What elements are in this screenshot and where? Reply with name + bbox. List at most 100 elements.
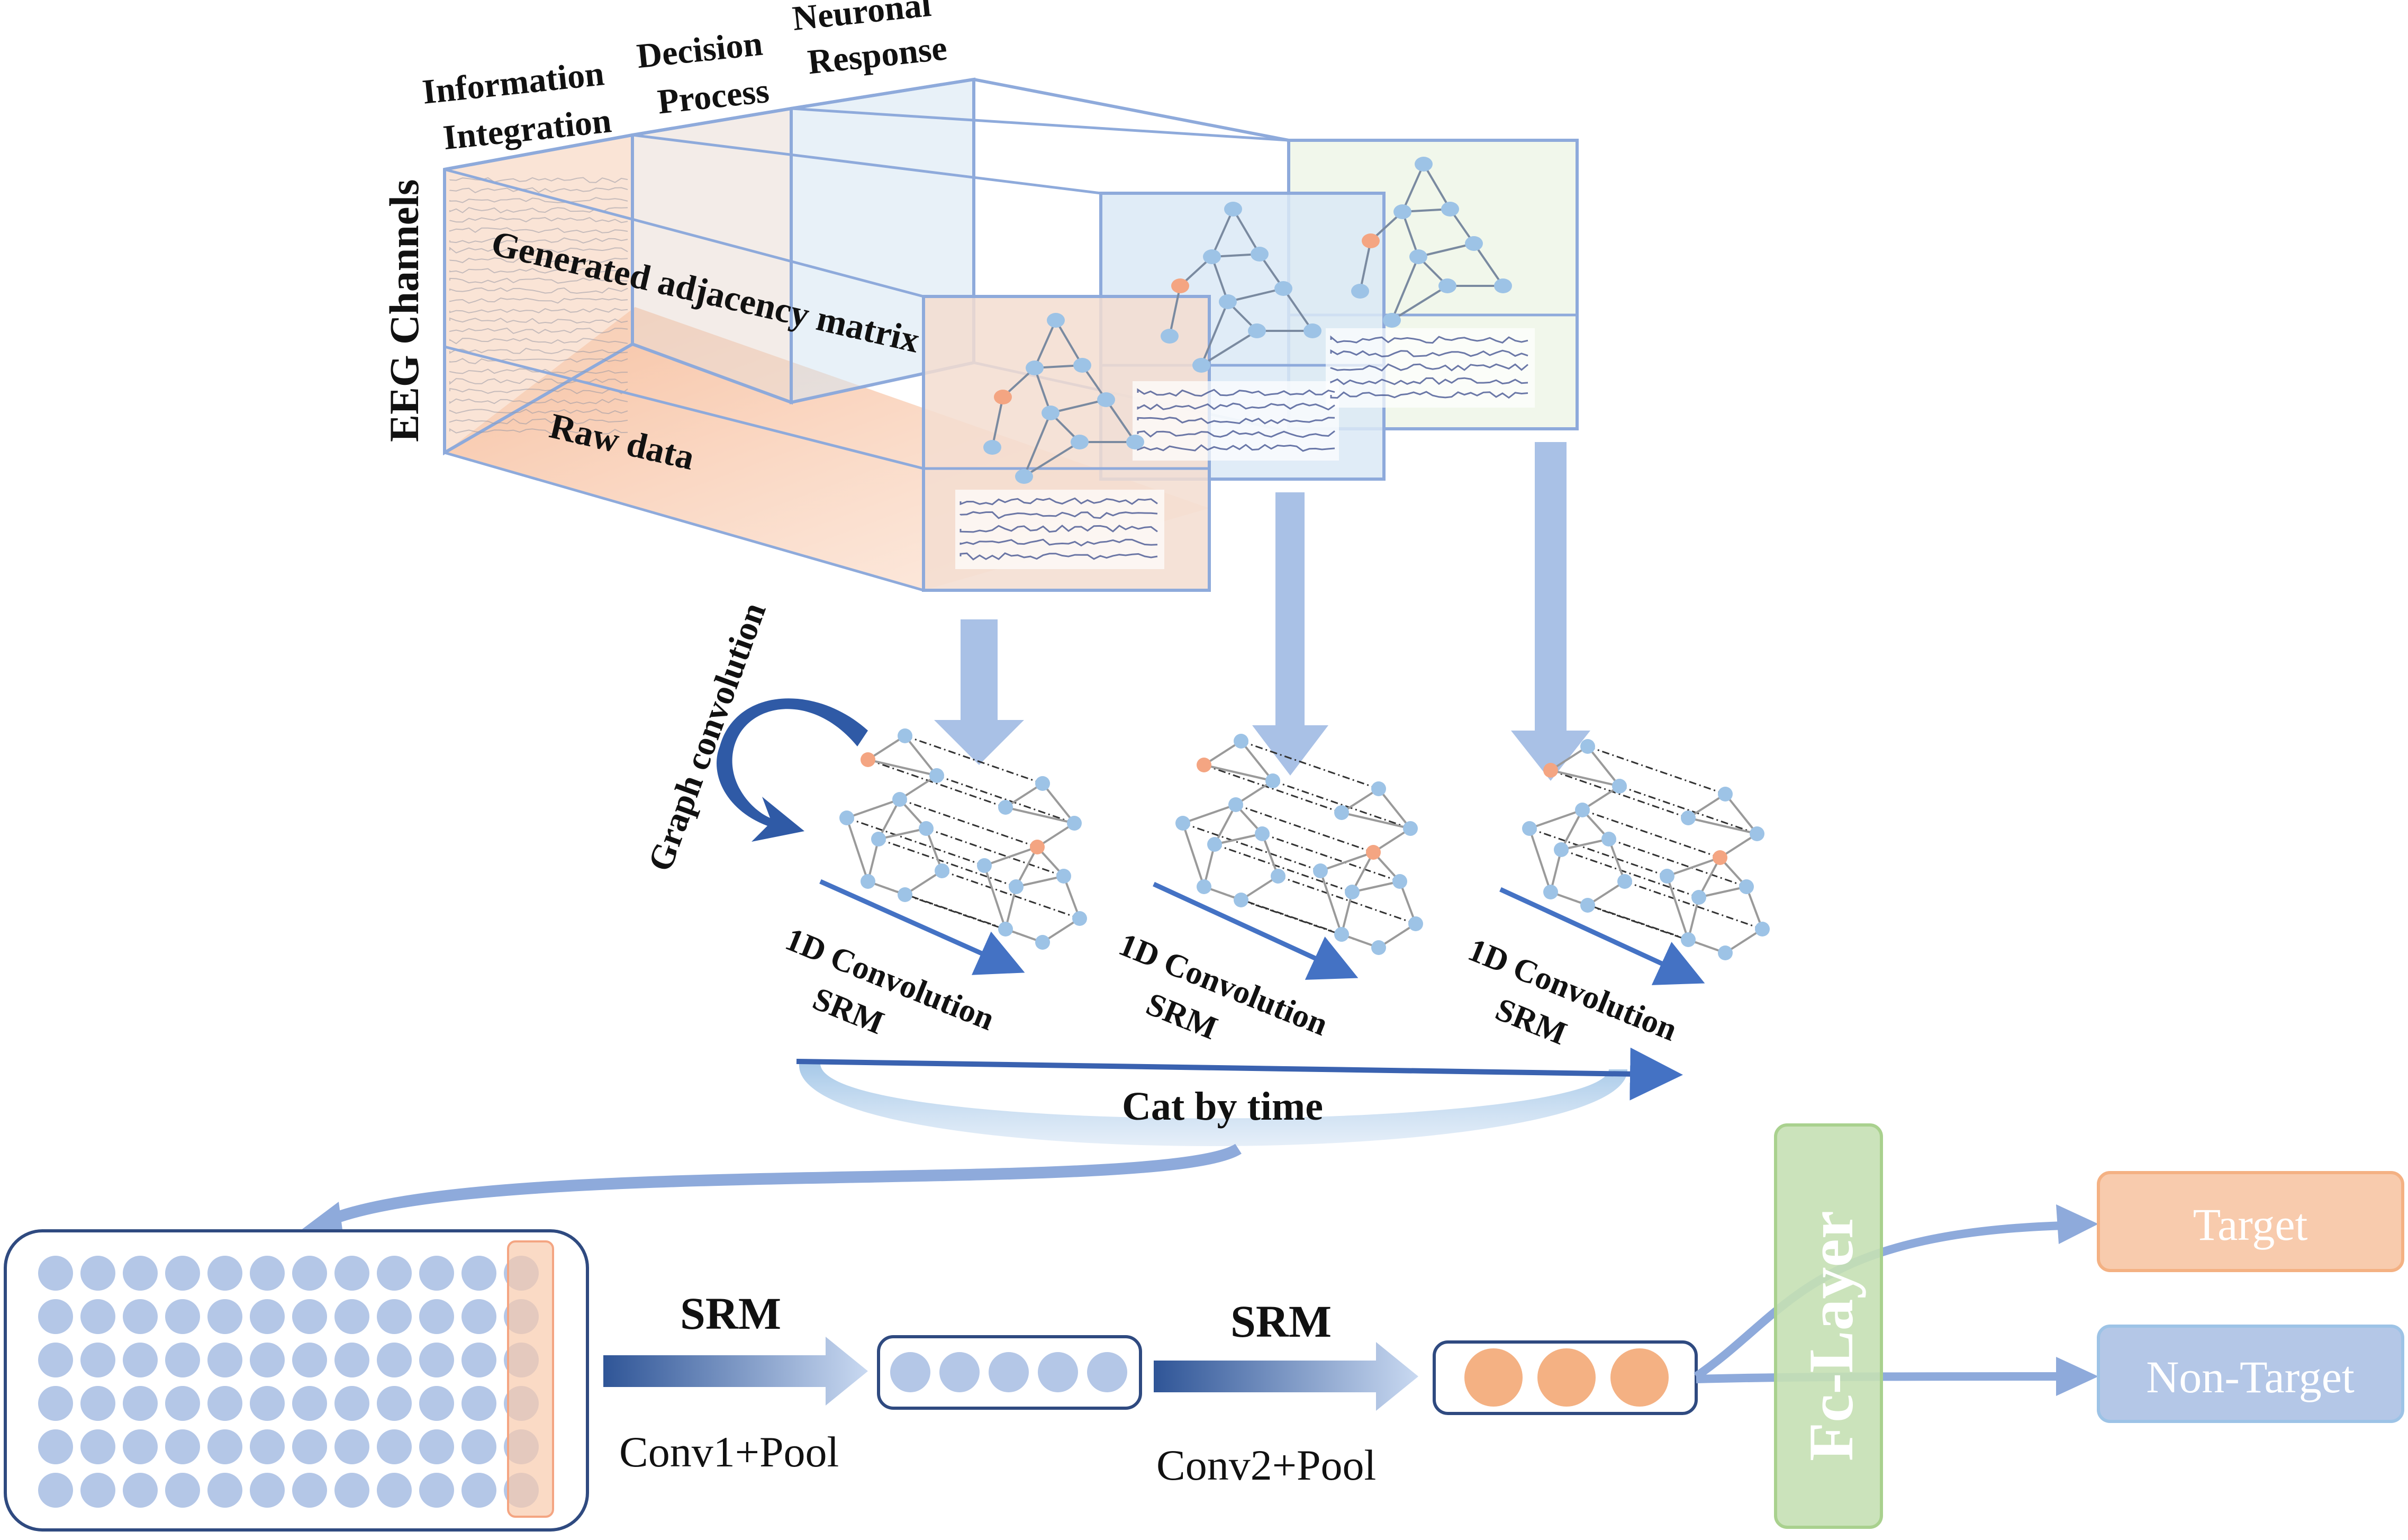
- feature-node: [250, 1299, 285, 1334]
- conv2-arrow: [1154, 1342, 1418, 1411]
- srm-block1-label: SRM: [680, 1288, 781, 1339]
- feature-map-highlight-column: [507, 1240, 554, 1518]
- eeg-trace: [449, 408, 628, 415]
- target-arrowhead: [2056, 1204, 2098, 1244]
- time-link: [904, 894, 1043, 943]
- graph-edge: [1724, 793, 1758, 835]
- eeg-trace: [449, 317, 628, 324]
- graph-node: [898, 728, 912, 743]
- eeg-trace: [449, 327, 628, 334]
- graph-edge: [1214, 804, 1237, 845]
- feature-node: [292, 1256, 327, 1291]
- graph-node: [1713, 850, 1727, 865]
- time-link: [942, 870, 1080, 920]
- graph-node: [1371, 940, 1386, 955]
- graph-node: [1438, 278, 1456, 293]
- graph-node: [1408, 916, 1423, 931]
- graph-edge: [1005, 806, 1075, 824]
- eeg-trace: [1137, 417, 1335, 425]
- graph-node: [1351, 284, 1369, 299]
- graph-edge: [1391, 256, 1419, 321]
- pooled-node: [989, 1352, 1029, 1392]
- eeg-waveforms: [959, 335, 1528, 561]
- time-link: [1241, 899, 1379, 949]
- eeg-trace: [1137, 402, 1335, 411]
- feature-node: [38, 1473, 73, 1508]
- graph-node: [1681, 810, 1696, 825]
- feature-node: [165, 1343, 200, 1377]
- feature-node: [123, 1429, 158, 1464]
- time-link: [1587, 745, 1726, 795]
- graph-node: [1617, 874, 1632, 889]
- graph-edge: [991, 397, 1004, 448]
- graph-node: [1071, 435, 1089, 449]
- cat-to-features-arrow: [320, 1143, 1242, 1229]
- graph-edge: [1182, 823, 1205, 887]
- graph-edge: [1023, 441, 1081, 478]
- graph-edge: [1320, 851, 1374, 872]
- eeg-trace: [959, 511, 1158, 519]
- feature-node: [419, 1429, 454, 1464]
- target-label: Target: [2193, 1199, 2308, 1250]
- graph-node: [1601, 832, 1616, 846]
- graph-node: [1522, 821, 1537, 836]
- feature-node: [461, 1386, 496, 1421]
- feature-node: [292, 1386, 327, 1421]
- graph-edge: [983, 865, 1007, 930]
- graph-node: [898, 887, 912, 902]
- graph-cube: [1522, 739, 1770, 960]
- graph-node: [1248, 323, 1266, 338]
- eeg-trace: [449, 247, 628, 254]
- graph-edge: [1282, 287, 1314, 332]
- feature-node: [80, 1343, 115, 1377]
- graph-edge: [1587, 745, 1621, 787]
- feature-node: [292, 1343, 327, 1377]
- graph-edge: [877, 799, 901, 840]
- down-arrows: [934, 442, 1590, 781]
- graph-node: [1255, 826, 1270, 841]
- graph-node: [1409, 249, 1427, 264]
- graph-edge: [1352, 880, 1400, 893]
- graph-edge: [1240, 740, 1274, 782]
- feature-node: [165, 1473, 200, 1508]
- graph-edge: [846, 798, 900, 819]
- eeg-trace: [449, 287, 628, 294]
- pooled-node: [1537, 1348, 1596, 1407]
- feature-node: [250, 1386, 285, 1421]
- eeg-trace: [449, 227, 628, 233]
- feature-node: [123, 1473, 158, 1508]
- graph-node: [1271, 869, 1286, 884]
- graph-edge: [1550, 769, 1620, 787]
- feature-node: [165, 1429, 200, 1464]
- graph-edge: [1200, 330, 1258, 366]
- graph-node: [1097, 392, 1115, 407]
- feature-node: [419, 1299, 454, 1334]
- graph-edge: [1667, 857, 1721, 877]
- graph-node: [1056, 869, 1071, 884]
- graph-node: [929, 768, 944, 783]
- eeg-wave-box-1: [955, 490, 1164, 569]
- graph-node: [1251, 247, 1269, 262]
- eeg-trace: [449, 388, 628, 394]
- graph-node: [1755, 922, 1770, 936]
- graph-node: [1392, 874, 1407, 889]
- graph-node: [998, 800, 1013, 815]
- graph-edge: [904, 735, 938, 777]
- eeg-trace: [449, 358, 628, 364]
- graph-node: [1197, 758, 1211, 772]
- feature-node: [123, 1386, 158, 1421]
- feature-node: [207, 1343, 242, 1377]
- time-link: [1235, 804, 1374, 853]
- pooled-features-2-nodes: [1464, 1348, 1669, 1407]
- graph-edge: [1034, 320, 1057, 368]
- feature-node: [334, 1429, 369, 1464]
- time-link: [1182, 822, 1321, 872]
- graph-node: [1228, 797, 1243, 812]
- time-link: [1278, 875, 1416, 925]
- feature-node: [207, 1256, 242, 1291]
- graph-edge: [1023, 412, 1052, 477]
- graph-node: [1035, 776, 1050, 791]
- feature-node: [334, 1343, 369, 1377]
- cat-by-time-label: Cat by time: [1122, 1084, 1323, 1129]
- graph-node: [1073, 358, 1091, 373]
